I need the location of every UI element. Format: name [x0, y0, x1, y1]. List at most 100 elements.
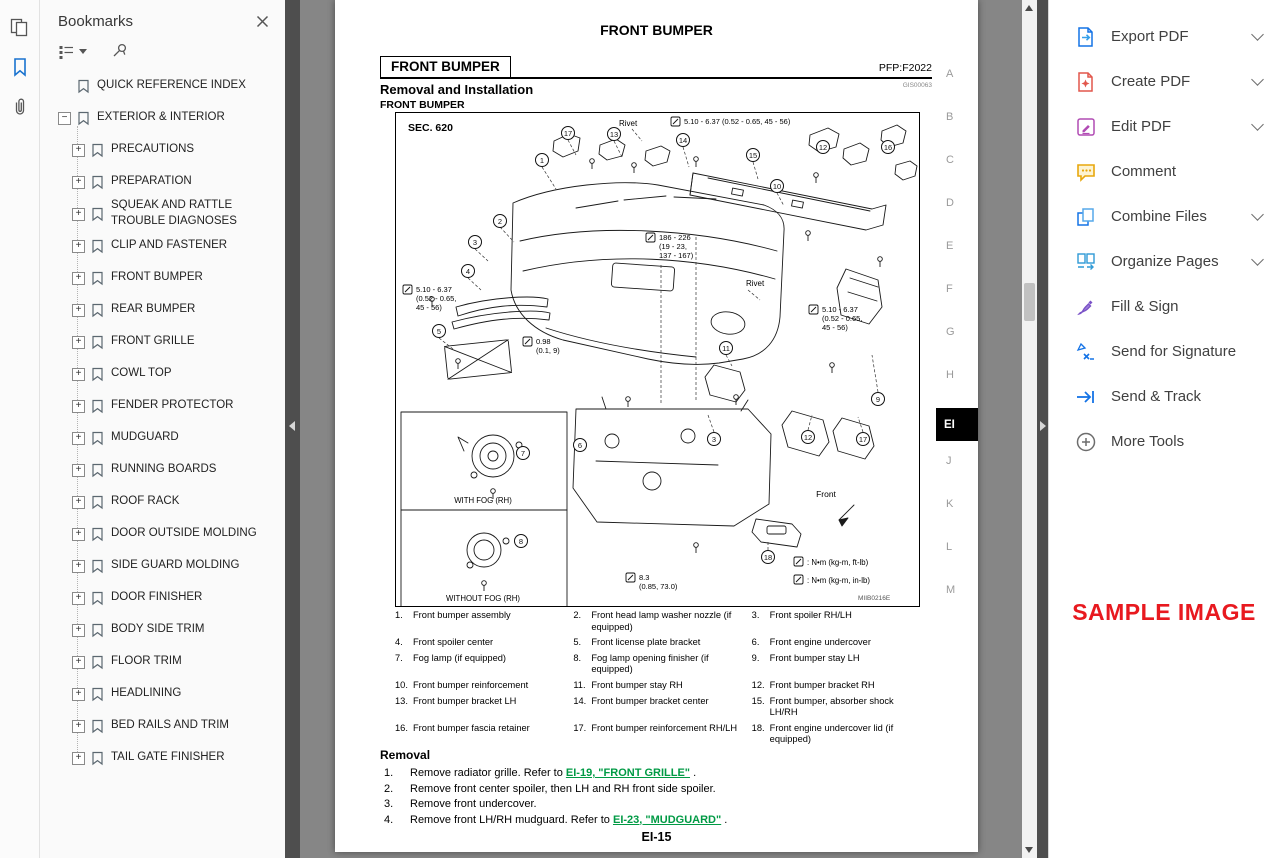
- vertical-scrollbar[interactable]: [1022, 0, 1037, 858]
- tool-send-for-signature[interactable]: Send for Signature: [1049, 329, 1278, 374]
- cross-reference-link[interactable]: EI-19, "FRONT GRILLE": [565, 767, 691, 779]
- leader-line: [752, 161, 759, 180]
- bookmark-item[interactable]: +FLOOR TRIM: [40, 646, 285, 678]
- expand-plus-icon[interactable]: +: [72, 623, 85, 637]
- part-number: 9.: [751, 652, 760, 663]
- parts-list-item: 1.Front bumper assembly: [395, 610, 565, 633]
- section-tab[interactable]: B: [946, 111, 954, 123]
- scroll-up-icon[interactable]: [1025, 5, 1033, 11]
- bookmark-item[interactable]: +MUDGUARD: [40, 422, 285, 454]
- bookmark-item[interactable]: +FRONT BUMPER: [40, 262, 285, 294]
- tool-fill-sign[interactable]: Fill & Sign: [1049, 284, 1278, 329]
- expand-plus-icon[interactable]: +: [72, 143, 85, 157]
- bookmark-item[interactable]: +TAIL GATE FINISHER: [40, 742, 285, 774]
- tool-send-track[interactable]: Send & Track: [1049, 374, 1278, 419]
- section-tab[interactable]: G: [946, 326, 955, 338]
- expand-plus-icon[interactable]: +: [72, 559, 85, 573]
- bookmark-item[interactable]: +PRECAUTIONS: [40, 134, 285, 166]
- expand-plus-icon[interactable]: +: [72, 495, 85, 509]
- chevron-down-icon[interactable]: [1251, 28, 1264, 41]
- bookmark-options-icon[interactable]: [58, 43, 87, 60]
- bookmark-item[interactable]: +RUNNING BOARDS: [40, 454, 285, 486]
- chevron-right-icon: [1040, 421, 1046, 431]
- part-number: 15.: [751, 695, 765, 706]
- bookmark-item[interactable]: +DOOR FINISHER: [40, 582, 285, 614]
- attachments-icon[interactable]: [7, 94, 33, 120]
- bookmark-item[interactable]: −EXTERIOR & INTERIOR: [40, 102, 285, 134]
- tool-organize-pages[interactable]: Organize Pages: [1049, 239, 1278, 284]
- expand-plus-icon[interactable]: +: [72, 399, 85, 413]
- expand-plus-icon[interactable]: +: [72, 239, 85, 253]
- expand-plus-icon[interactable]: +: [72, 751, 85, 765]
- section-tab[interactable]: A: [946, 68, 954, 80]
- cross-reference-link[interactable]: EI-23, "MUDGUARD": [612, 813, 722, 826]
- page-thumbnails-icon[interactable]: [7, 14, 33, 40]
- bookmark-item[interactable]: +FRONT GRILLE: [40, 326, 285, 358]
- close-icon[interactable]: [253, 12, 271, 30]
- chevron-down-icon[interactable]: [1251, 208, 1264, 221]
- section-tab[interactable]: H: [946, 369, 954, 381]
- expand-plus-icon[interactable]: +: [72, 687, 85, 701]
- pin-icon[interactable]: [111, 42, 129, 60]
- step-number: 1.: [384, 767, 394, 779]
- torque-value: 5.10 - 6.37: [822, 305, 858, 314]
- chevron-down-icon[interactable]: [1251, 73, 1264, 86]
- bookmark-item[interactable]: QUICK REFERENCE INDEX: [40, 70, 285, 102]
- chevron-down-icon[interactable]: [1251, 253, 1264, 266]
- bookmarks-panel-icon[interactable]: [7, 54, 33, 80]
- part-number: 6.: [751, 637, 760, 648]
- bookmark-item[interactable]: +CLIP AND FASTENER: [40, 230, 285, 262]
- bookmark-item[interactable]: +DOOR OUTSIDE MOLDING: [40, 518, 285, 550]
- bookmark-item[interactable]: +REAR BUMPER: [40, 294, 285, 326]
- section-tab[interactable]: J: [946, 455, 952, 467]
- collapse-right-panel-handle[interactable]: [1037, 0, 1048, 858]
- tool-edit-pdf[interactable]: Edit PDF: [1049, 104, 1278, 149]
- bookmark-item[interactable]: +BODY SIDE TRIM: [40, 614, 285, 646]
- tool-comment[interactable]: Comment: [1049, 149, 1278, 194]
- bookmark-item[interactable]: +SIDE GUARD MOLDING: [40, 550, 285, 582]
- expand-plus-icon[interactable]: +: [72, 431, 85, 445]
- bookmark-item[interactable]: +FENDER PROTECTOR: [40, 390, 285, 422]
- tool-combine-files[interactable]: Combine Files: [1049, 194, 1278, 239]
- bookmark-item[interactable]: +PREPARATION: [40, 166, 285, 198]
- bookmark-icon: [91, 271, 104, 286]
- expand-plus-icon[interactable]: +: [72, 335, 85, 349]
- expand-plus-icon[interactable]: +: [72, 175, 85, 189]
- section-tab[interactable]: L: [946, 541, 953, 553]
- chevron-down-icon[interactable]: [1251, 118, 1264, 131]
- leader-line: [474, 248, 489, 262]
- expand-plus-icon[interactable]: +: [72, 271, 85, 285]
- expand-plus-icon[interactable]: +: [72, 527, 85, 541]
- expand-plus-icon[interactable]: +: [72, 367, 85, 381]
- bookmark-item[interactable]: +ROOF RACK: [40, 486, 285, 518]
- diagram-callout: [707, 432, 721, 446]
- leader-line: [725, 354, 733, 367]
- bookmark-item[interactable]: +BED RAILS AND TRIM: [40, 710, 285, 742]
- bookmark-item[interactable]: +SQUEAK AND RATTLE TROUBLE DIAGNOSES: [40, 198, 285, 230]
- section-tab[interactable]: K: [946, 498, 954, 510]
- section-tab[interactable]: E: [946, 240, 954, 252]
- scroll-down-icon[interactable]: [1025, 847, 1033, 853]
- scrollbar-thumb[interactable]: [1024, 283, 1035, 321]
- tool-export-pdf[interactable]: Export PDF: [1049, 14, 1278, 59]
- tool-more-tools[interactable]: More Tools: [1049, 419, 1278, 464]
- expand-plus-icon[interactable]: +: [72, 655, 85, 669]
- tool-create-pdf[interactable]: Create PDF: [1049, 59, 1278, 104]
- collapse-minus-icon[interactable]: −: [58, 111, 71, 125]
- bookmark-item[interactable]: +COWL TOP: [40, 358, 285, 390]
- expand-plus-icon[interactable]: +: [72, 207, 85, 221]
- bookmark-item[interactable]: +HEADLINING: [40, 678, 285, 710]
- leader-line: [682, 146, 690, 168]
- collapse-left-panel-handle[interactable]: [285, 0, 300, 858]
- expand-plus-icon[interactable]: +: [72, 591, 85, 605]
- subheading: Removal and Installation: [380, 82, 534, 97]
- section-tab[interactable]: F: [946, 283, 953, 295]
- section-tab-active[interactable]: EI: [936, 408, 978, 441]
- expand-plus-icon[interactable]: +: [72, 463, 85, 477]
- section-tab[interactable]: C: [946, 154, 954, 166]
- section-tab[interactable]: D: [946, 197, 954, 209]
- section-tab[interactable]: M: [946, 584, 956, 596]
- expand-plus-icon[interactable]: +: [72, 303, 85, 317]
- expand-plus-icon[interactable]: +: [72, 719, 85, 733]
